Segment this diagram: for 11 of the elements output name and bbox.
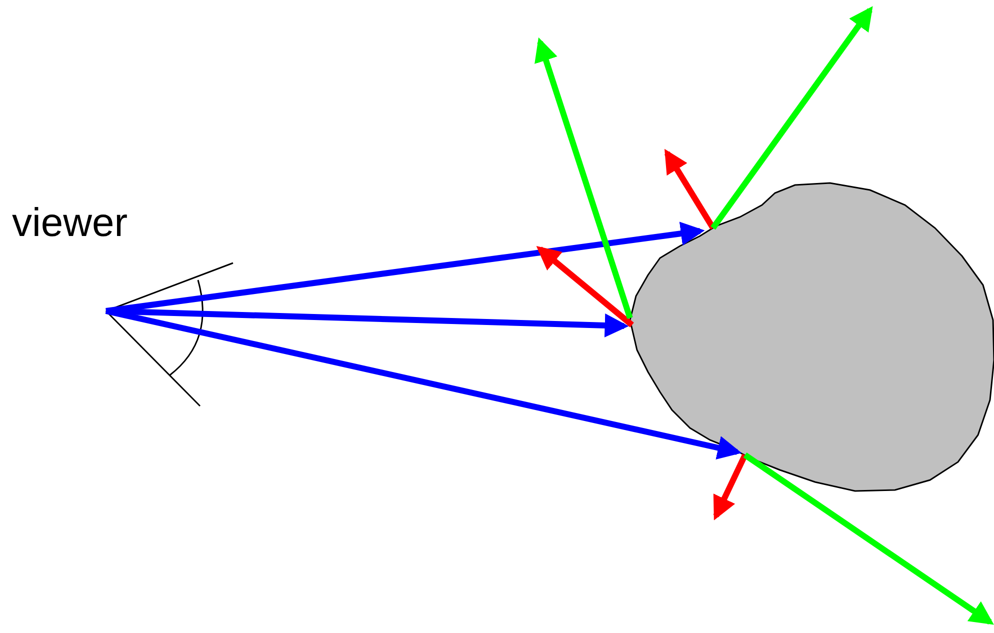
- arrow: [664, 148, 716, 230]
- arrow: [106, 308, 629, 338]
- arrow: [105, 308, 742, 460]
- arrow: [743, 452, 994, 625]
- viewer-label: viewer: [12, 203, 128, 243]
- arrow: [534, 37, 633, 319]
- arrow: [713, 454, 748, 520]
- arrow: [710, 6, 873, 230]
- arrow: [536, 246, 634, 328]
- eye-drawing: [105, 262, 234, 407]
- object-blob: [629, 182, 994, 492]
